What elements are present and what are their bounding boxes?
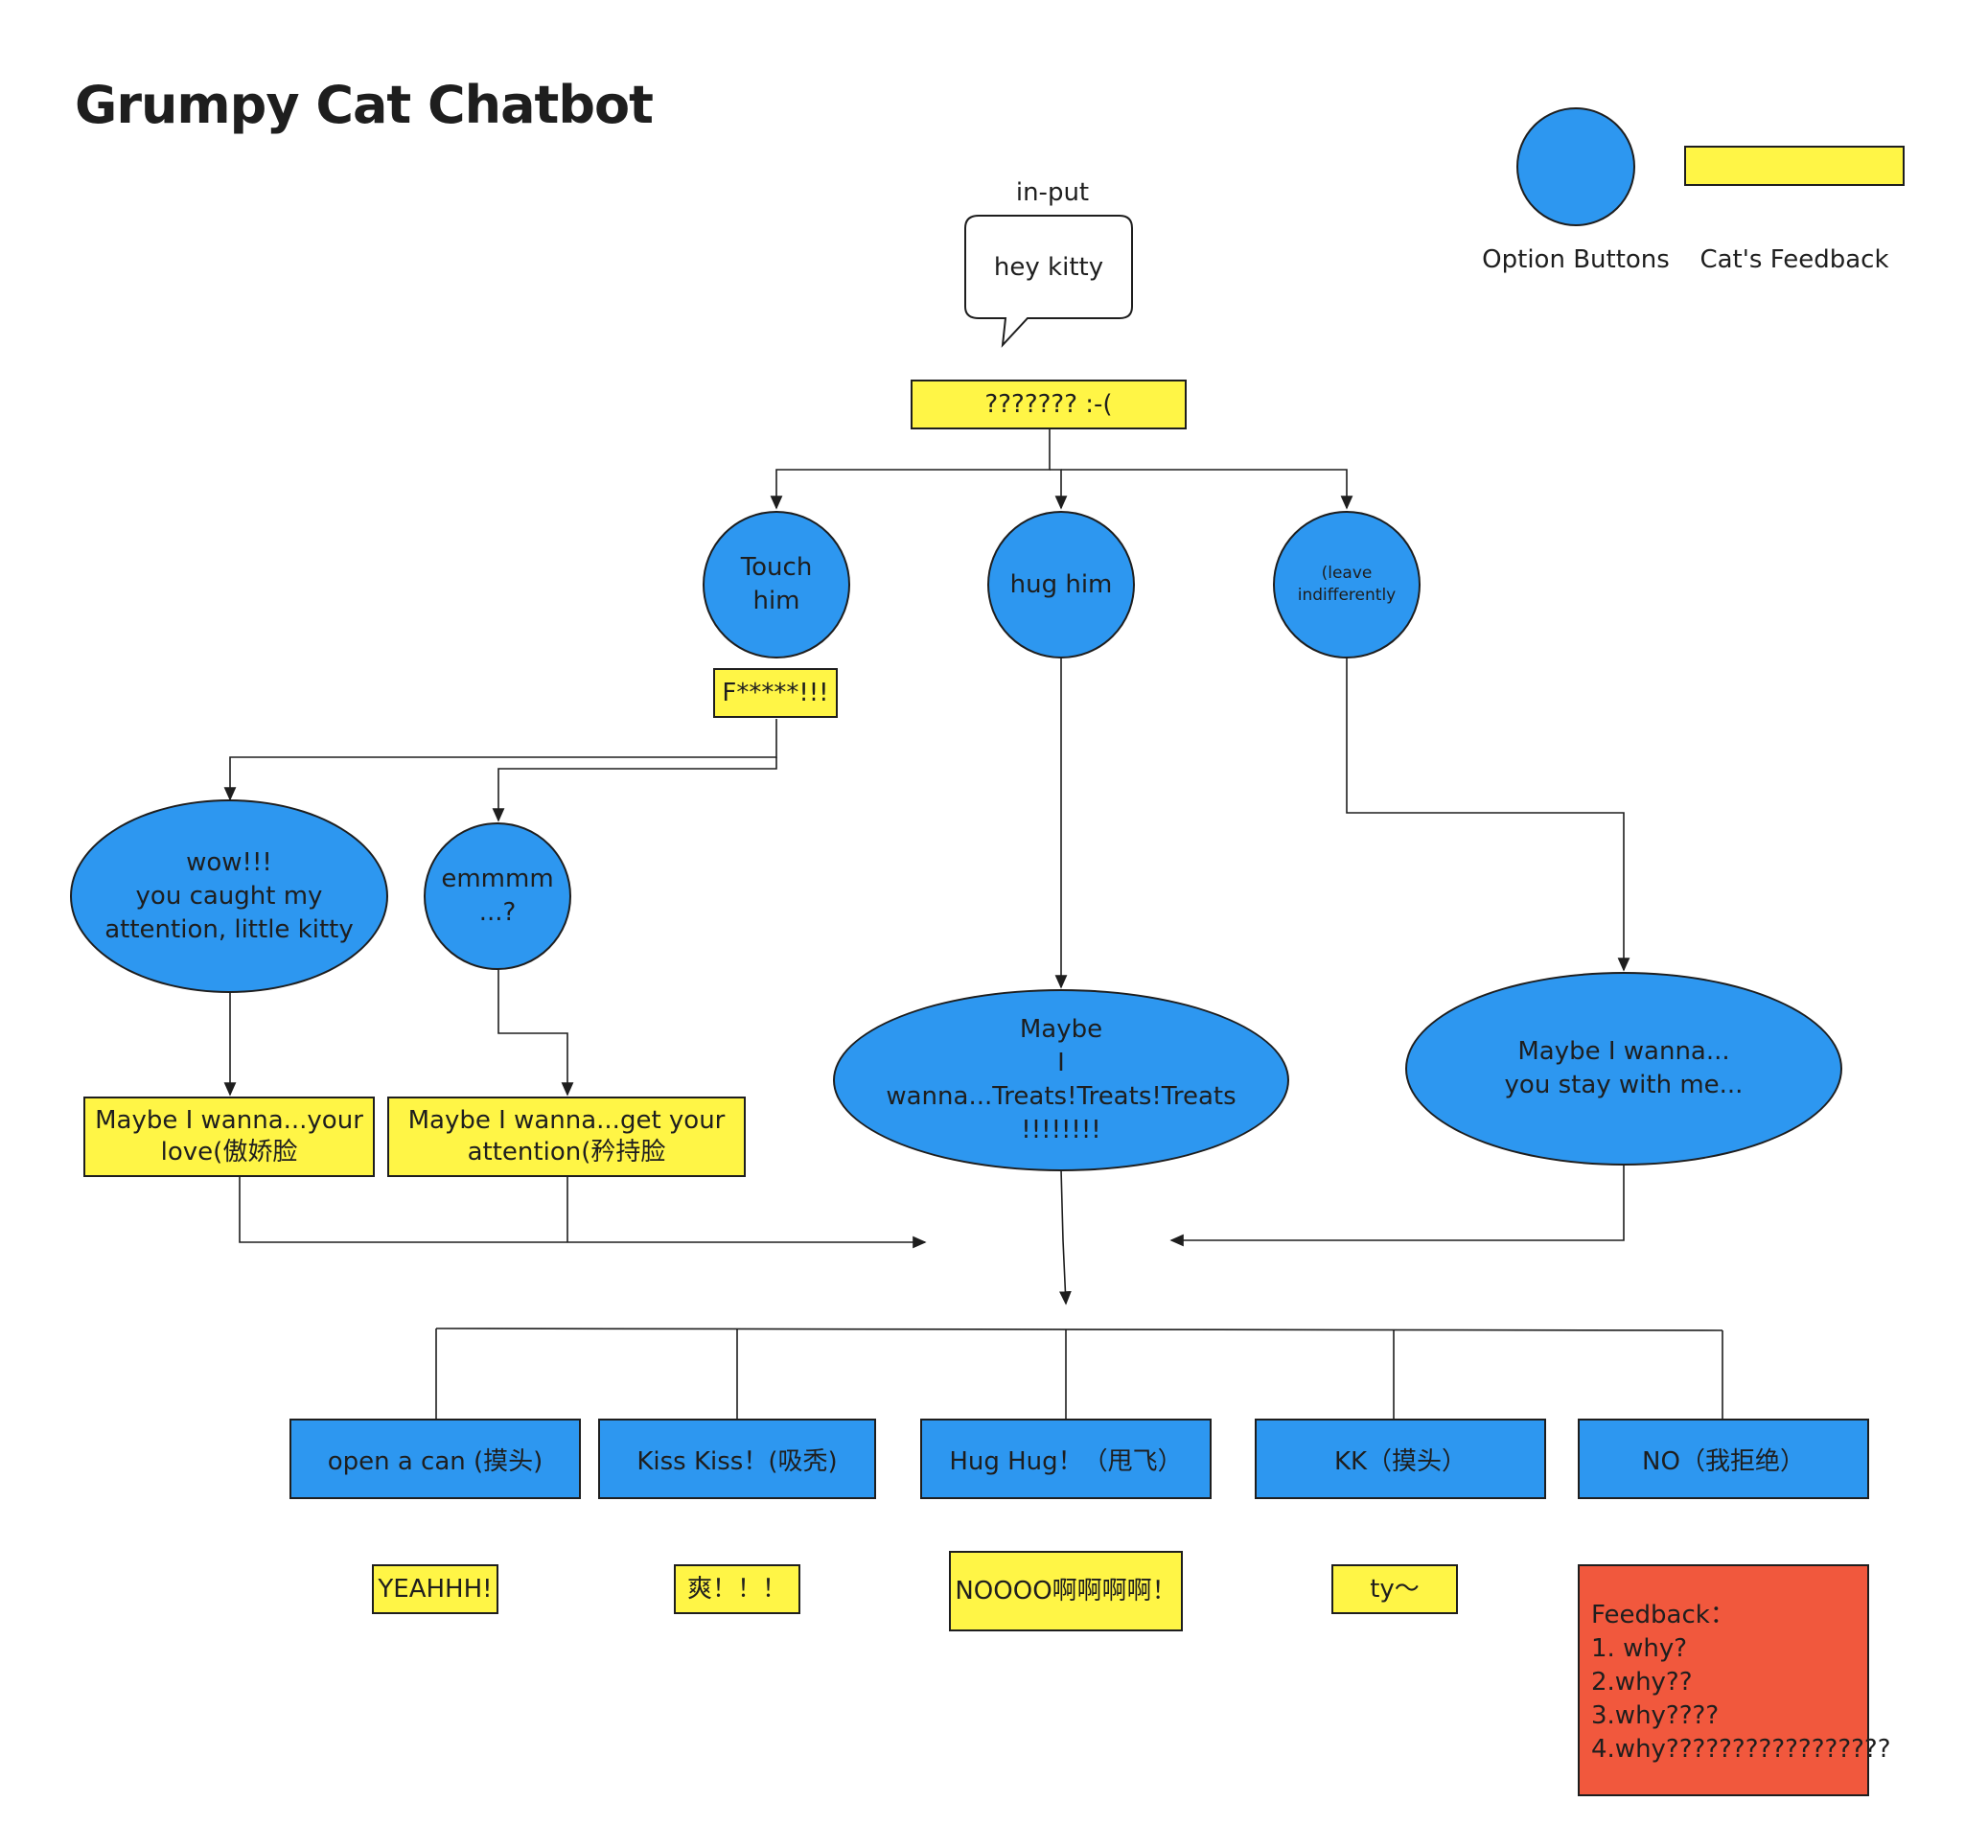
page-title: Grumpy Cat Chatbot bbox=[75, 75, 654, 135]
connector bbox=[1346, 658, 1630, 972]
legend-option-label: Option Buttons bbox=[1482, 245, 1670, 274]
option-touch-him[interactable]: Touch him bbox=[703, 511, 850, 658]
connector bbox=[492, 757, 777, 822]
legend-feedback-label: Cat's Feedback bbox=[1699, 245, 1889, 274]
first-response: ??????? :-( bbox=[911, 380, 1187, 429]
connector bbox=[239, 1177, 927, 1249]
connector bbox=[1050, 469, 1068, 510]
final-option-hug-hug[interactable]: Hug Hug！（甩飞） bbox=[920, 1419, 1212, 1499]
final-feedback-noooo: NOOOO啊啊啊啊！ bbox=[949, 1551, 1183, 1631]
final-option-open-a-can[interactable]: open a can (摸头) bbox=[289, 1419, 581, 1499]
connector bbox=[1169, 1164, 1625, 1247]
final-feedback-ty: ty～ bbox=[1331, 1564, 1458, 1614]
connector bbox=[1061, 469, 1353, 510]
input-bubble-text: hey kitty bbox=[993, 252, 1104, 282]
connector bbox=[223, 719, 777, 801]
final-feedback-yeah: YEAHHH! bbox=[372, 1564, 498, 1614]
option-hug-him[interactable]: hug him bbox=[987, 511, 1135, 658]
connector bbox=[435, 1328, 1723, 1331]
connector bbox=[1059, 1168, 1072, 1305]
option-stay[interactable]: Maybe I wanna... you stay with me... bbox=[1405, 972, 1842, 1166]
attention-feedback: Maybe I wanna...get your attention(矜持脸 bbox=[387, 1097, 746, 1177]
final-option-no[interactable]: NO（我拒绝） bbox=[1578, 1419, 1869, 1499]
option-treats[interactable]: Maybe I wanna...Treats!Treats!Treats !!!… bbox=[833, 989, 1289, 1171]
connector bbox=[497, 968, 574, 1097]
love-feedback: Maybe I wanna...your love(傲娇脸 bbox=[83, 1097, 375, 1177]
legend-option-swatch bbox=[1516, 107, 1635, 226]
legend-feedback-swatch bbox=[1684, 146, 1905, 186]
connector bbox=[770, 429, 1051, 510]
option-emmm[interactable]: emmmm ...? bbox=[424, 822, 571, 970]
input-label: in-put bbox=[1015, 178, 1090, 207]
input-bubble-shape bbox=[964, 215, 1133, 348]
final-option-kk[interactable]: KK（摸头） bbox=[1255, 1419, 1546, 1499]
touch-feedback: F*****!!! bbox=[713, 668, 838, 718]
final-feedback-shuang: 爽！！！ bbox=[674, 1564, 800, 1614]
no-feedback-note: Feedback： 1. why? 2.why?? 3.why???? 4.wh… bbox=[1578, 1564, 1891, 1796]
option-wow[interactable]: wow!!! you caught my attention, little k… bbox=[70, 799, 388, 993]
option-leave[interactable]: (leave indifferently bbox=[1273, 511, 1421, 658]
final-option-kiss-kiss[interactable]: Kiss Kiss！(吸秃) bbox=[598, 1419, 876, 1499]
